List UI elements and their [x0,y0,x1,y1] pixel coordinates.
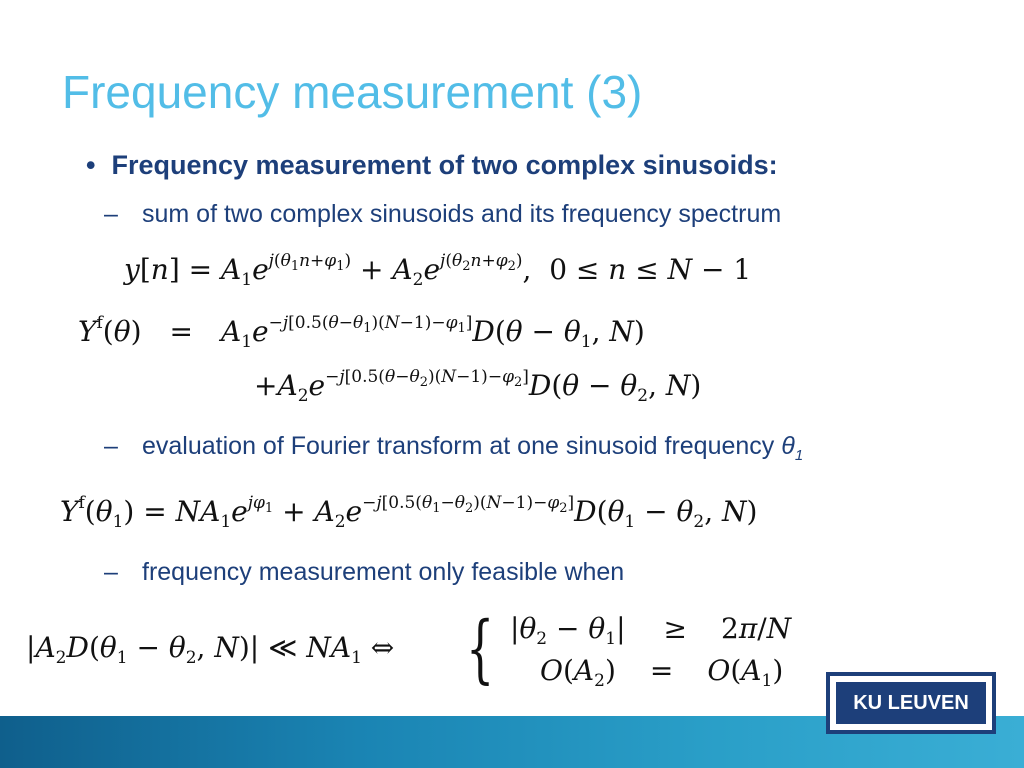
theta-symbol: θ1 [781,432,804,464]
condition-case-1: |θ2 − θ1|≥2π/N [510,612,792,649]
ku-leuven-logo: KU LEUVEN [826,672,996,734]
equation-evaluation: Yf(θ1) = NA1ejφ1 + A2e−j[0.5(θ1−θ2)(N−1)… [60,493,758,532]
bullet-main-text: Frequency measurement of two complex sin… [111,150,778,180]
bullet-dot-icon: • [86,150,96,180]
equation-condition-lhs: |A2D(θ1 − θ2, N)| ≪ NA1 ⇔ [26,631,395,668]
subpoint-1-text: sum of two complex sinusoids and its fre… [142,200,782,228]
logo-text: KU LEUVEN [836,682,986,724]
subpoint-3: –frequency measurement only feasible whe… [104,558,624,587]
subpoint-3-text: frequency measurement only feasible when [142,558,625,586]
slide-title: Frequency measurement (3) [62,66,643,118]
dash-icon: – [104,200,118,228]
dash-icon: – [104,432,118,460]
left-brace-icon: { [466,606,495,692]
equation-signal: y[n] = A1ej(θ1n+φ1) + A2ej(θ2n+φ2), 0 ≤ … [124,251,752,290]
subpoint-1: –sum of two complex sinusoids and its fr… [104,200,781,229]
subpoint-2: –evaluation of Fourier transform at one … [104,432,803,464]
dash-icon: – [104,558,118,586]
condition-case-2: O(A2)=O(A1) [540,654,784,691]
equation-spectrum-line1: Yf(θ)=A1e−j[0.5(θ−θ1)(N−1)−φ1]D(θ − θ1, … [78,313,645,352]
bullet-main: • Frequency measurement of two complex s… [86,150,778,181]
subpoint-2-text: evaluation of Fourier transform at one s… [142,432,775,460]
equation-spectrum-line2: +A2e−j[0.5(θ−θ2)(N−1)−φ2]D(θ − θ2, N) [254,367,702,406]
